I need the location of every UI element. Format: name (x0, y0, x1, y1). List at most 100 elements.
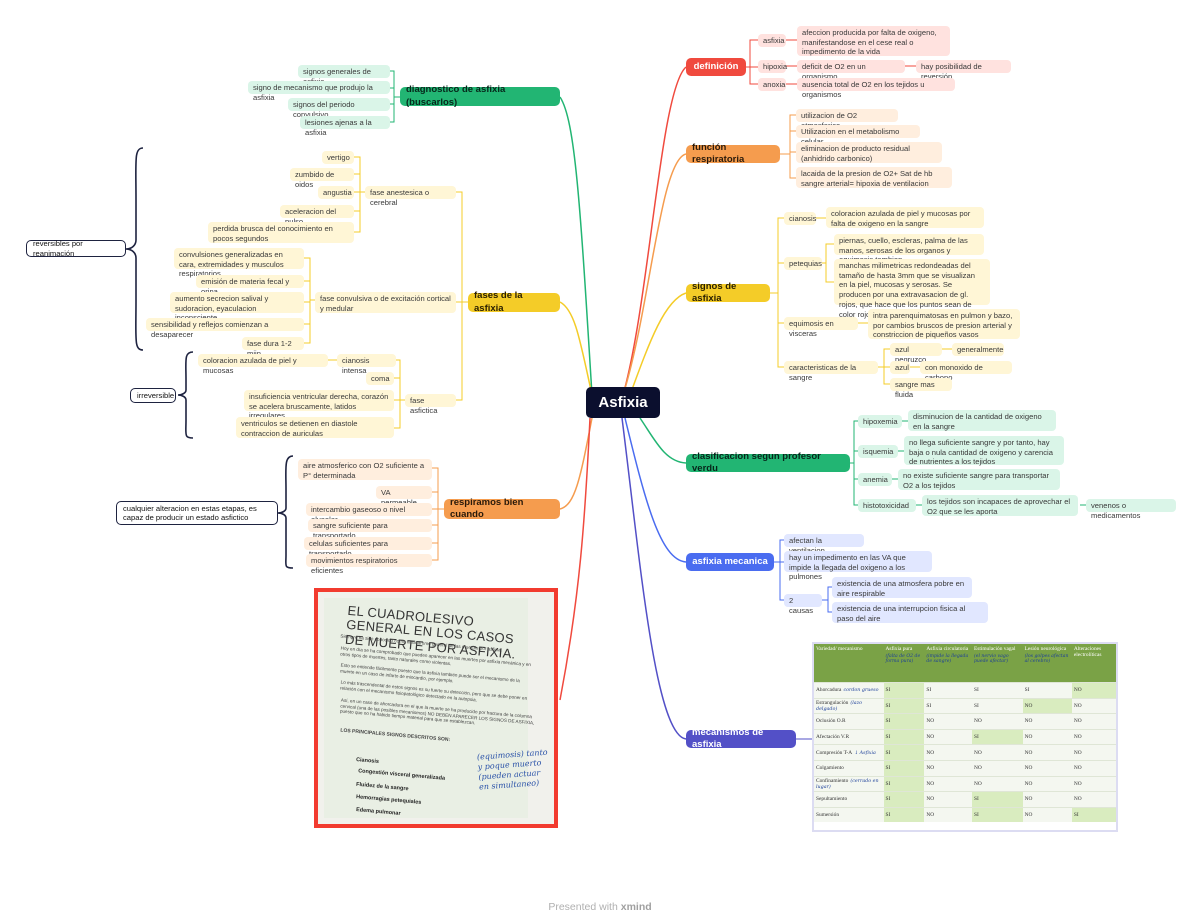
fase-convulsiva-item[interactable]: fase dura 1-2 miin (242, 337, 304, 358)
row-name-text: Afectación V.R (816, 734, 850, 741)
fase-anestesica-item[interactable]: vertigo (322, 151, 354, 164)
definicion-anoxia[interactable]: anoxia (758, 78, 786, 91)
definicion-hipoxia-extra[interactable]: hay posibilidad de reversión (916, 60, 1011, 81)
table-row-name: Compresión T-A↓ Asfixia (814, 744, 884, 761)
branch-diagnostico[interactable]: diagnostico de asfixia (buscarlos) (400, 84, 560, 108)
sangre-fluida[interactable]: sangre mas fluida (890, 378, 952, 399)
watermark-text: Presented with (548, 901, 618, 913)
diagnostico-item[interactable]: signo de mecanismo que produjo la asfixi… (248, 81, 390, 102)
table-header-label: Asfixia pura (885, 646, 913, 652)
signos-equimosis-text[interactable]: intra parenquimatosas en pulmon y bazo, … (868, 309, 1020, 339)
branch-signos-de-asfixia[interactable]: signos de asfixia (686, 281, 770, 304)
definicion-asfixia[interactable]: asfixia (758, 34, 786, 47)
definicion-anoxia-text[interactable]: ausencia total de O2 en los tejidos u or… (797, 78, 955, 99)
table-cell: NO (924, 759, 972, 777)
diagnostico-item[interactable]: lesiones ajenas a la asfixia (300, 116, 390, 137)
clasificacion-hipoxemia[interactable]: hipoxemia (858, 415, 902, 428)
sangre-monoxido[interactable]: con monoxido de carbono (920, 361, 1012, 382)
clasificacion-anemia[interactable]: anemia (858, 473, 892, 486)
fase-anestesica[interactable]: fase anestesica o cerebral (365, 186, 456, 207)
fase-anestesica-item[interactable]: perdida brusca del conocimiento en pocos… (208, 222, 354, 243)
summary-respiramos[interactable]: cualquier alteracion en estas etapas, es… (116, 501, 278, 525)
row-handwritten-note: ↓ Asfixia (854, 750, 876, 756)
table-cell: NO (1071, 791, 1116, 808)
summary-reversibles[interactable]: reversibles por reanimación (26, 239, 126, 258)
clasificacion-isquemia-text[interactable]: no llega suficiente sangre y por tanto, … (904, 436, 1064, 466)
sangre-azul-negruzco[interactable]: azul negruzco (890, 343, 942, 364)
funcion-item[interactable]: Utilizacion en el metabolismo celular (796, 125, 920, 146)
fase-convulsiva[interactable]: fase convulsiva o de excitación cortical… (315, 292, 456, 313)
signos-petequias-text2[interactable]: manchas milimetricas redondeadas del tam… (834, 259, 990, 319)
funcion-item[interactable]: lacaida de la presion de O2+ Sat de hb s… (796, 167, 952, 188)
diagnostico-item[interactable]: signos generales de asfixia (298, 65, 390, 86)
branch-asfixia-mecanica[interactable]: asfixia mecanica (686, 553, 774, 571)
table-cell: NO (1022, 775, 1072, 792)
sangre-azul[interactable]: azul (890, 361, 910, 374)
clasificacion-hipoxemia-text[interactable]: disminucion de la cantidad de oxigeno en… (908, 410, 1056, 431)
fase-asfictica-cianosis[interactable]: cianosis intensa (337, 354, 396, 375)
branch-fases-de-la-asfixia[interactable]: fases de la asfixia (468, 290, 560, 314)
fase-anestesica-item[interactable]: aceleracion del pulso (280, 205, 354, 226)
definicion-hipoxia-text[interactable]: deficit de O2 en un organismo (797, 60, 905, 81)
signos-sangre[interactable]: caracteristicas de la sangre (784, 361, 878, 382)
respiramos-item[interactable]: movimientos respiratorios eficientes (306, 554, 432, 575)
branch-funcion-respiratoria[interactable]: función respiratoria (686, 142, 780, 165)
mecanica-item[interactable]: afectan la ventilacion (784, 534, 864, 555)
photo-paper (324, 598, 528, 818)
fase-convulsiva-item[interactable]: emisión de materia fecal y orina (196, 275, 304, 296)
table-cell: NO (924, 791, 972, 808)
table-cell: NO (1071, 759, 1116, 777)
signos-cianosis[interactable]: cianosis (784, 212, 816, 225)
clasificacion-histotoxicidad[interactable]: histotoxicidad (858, 499, 916, 512)
clasificacion-histotoxicidad-text[interactable]: los tejidos son incapaces de aprovechar … (922, 495, 1078, 516)
branch-definicion[interactable]: definición (686, 58, 746, 76)
signos-petequias[interactable]: petequias (784, 257, 822, 270)
table-cell: SI (883, 759, 925, 777)
mecanica-item[interactable]: hay un impedimento en las VA que impide … (784, 551, 932, 581)
respiramos-item[interactable]: aire atmosferico con O2 suficiente a P° … (298, 459, 432, 480)
respiramos-item[interactable]: celulas suficientes para transportarlo (304, 537, 432, 558)
definicion-asfixia-text[interactable]: afeccion producida por falta de oxigeno,… (797, 26, 950, 56)
fase-convulsiva-item[interactable]: aumento secrecion salival y sudoracion, … (170, 292, 304, 322)
branch-clasificacion[interactable]: clasificacion segun profesor verdu (686, 451, 850, 474)
table-cell: NO (1022, 713, 1072, 730)
respiramos-item[interactable]: VA permeable (376, 486, 432, 507)
definicion-hipoxia[interactable]: hipoxia (758, 60, 787, 73)
sangre-generalmente[interactable]: generalmente (952, 343, 1004, 356)
mecanica-causa[interactable]: existencia de una atmosfera pobre en air… (832, 577, 972, 598)
signos-cianosis-text[interactable]: coloracion azulada de piel y mucosas por… (826, 207, 984, 228)
diagnostico-item[interactable]: signos del periodo convulsivo (288, 98, 390, 119)
funcion-item[interactable]: eliminacion de producto residual (anhidr… (796, 142, 942, 163)
fase-asfictica-cianosis-text[interactable]: coloracion azulada de piel y mucosas (198, 354, 328, 375)
fase-anestesica-item[interactable]: angustia (318, 186, 354, 199)
signos-petequias-text1[interactable]: piernas, cuello, escleras, palma de las … (834, 234, 984, 264)
clasificacion-isquemia[interactable]: isquemia (858, 445, 898, 458)
fase-anestesica-item[interactable]: zumbido de oidos (290, 168, 354, 189)
row-name-text: Estrangulación (816, 699, 849, 706)
respiramos-item[interactable]: intercambio gaseoso o nivel alveolar (306, 503, 432, 524)
branch-mecanismos-de-asfixia[interactable]: mecanismos de asfixia (686, 727, 796, 750)
fase-convulsiva-item[interactable]: convulsiones generalizadas en cara, extr… (174, 248, 304, 278)
branch-respiramos-bien-cuando[interactable]: respiramos bien cuando (444, 497, 560, 520)
summary-irreversible[interactable]: irreversible (130, 388, 176, 403)
table-cell: SI (971, 806, 1023, 823)
fase-asfictica-item[interactable]: ventriculos se detienen en diastole cont… (236, 417, 394, 438)
table-cell: NO (1022, 806, 1072, 823)
watermark-brand: xmind (620, 901, 652, 913)
respiramos-item[interactable]: sangre suficiente para transportarlo (308, 519, 432, 540)
fase-asfictica-item[interactable]: coma (366, 372, 394, 385)
clasificacion-histotoxicidad-extra[interactable]: venenos o medicamentos (1086, 499, 1176, 520)
clasificacion-anemia-text[interactable]: no existe suficiente sangre para transpo… (898, 469, 1060, 490)
mecanica-causa[interactable]: existencia de una interrupcion fisica al… (832, 602, 988, 623)
fase-convulsiva-item[interactable]: sensibilidad y reflejos comienzan a desa… (146, 318, 304, 339)
root-node[interactable]: Asfixia (586, 387, 660, 418)
fase-asfictica-item[interactable]: insuficiencia ventricular derecha, coraz… (244, 390, 394, 420)
signos-equimosis[interactable]: equimosis en visceras (784, 317, 858, 338)
funcion-item[interactable]: utilizacion de O2 atmosferico (796, 109, 898, 130)
fase-asfictica[interactable]: fase asfictica (405, 394, 456, 415)
mecanica-causas[interactable]: 2 causas (784, 594, 822, 615)
